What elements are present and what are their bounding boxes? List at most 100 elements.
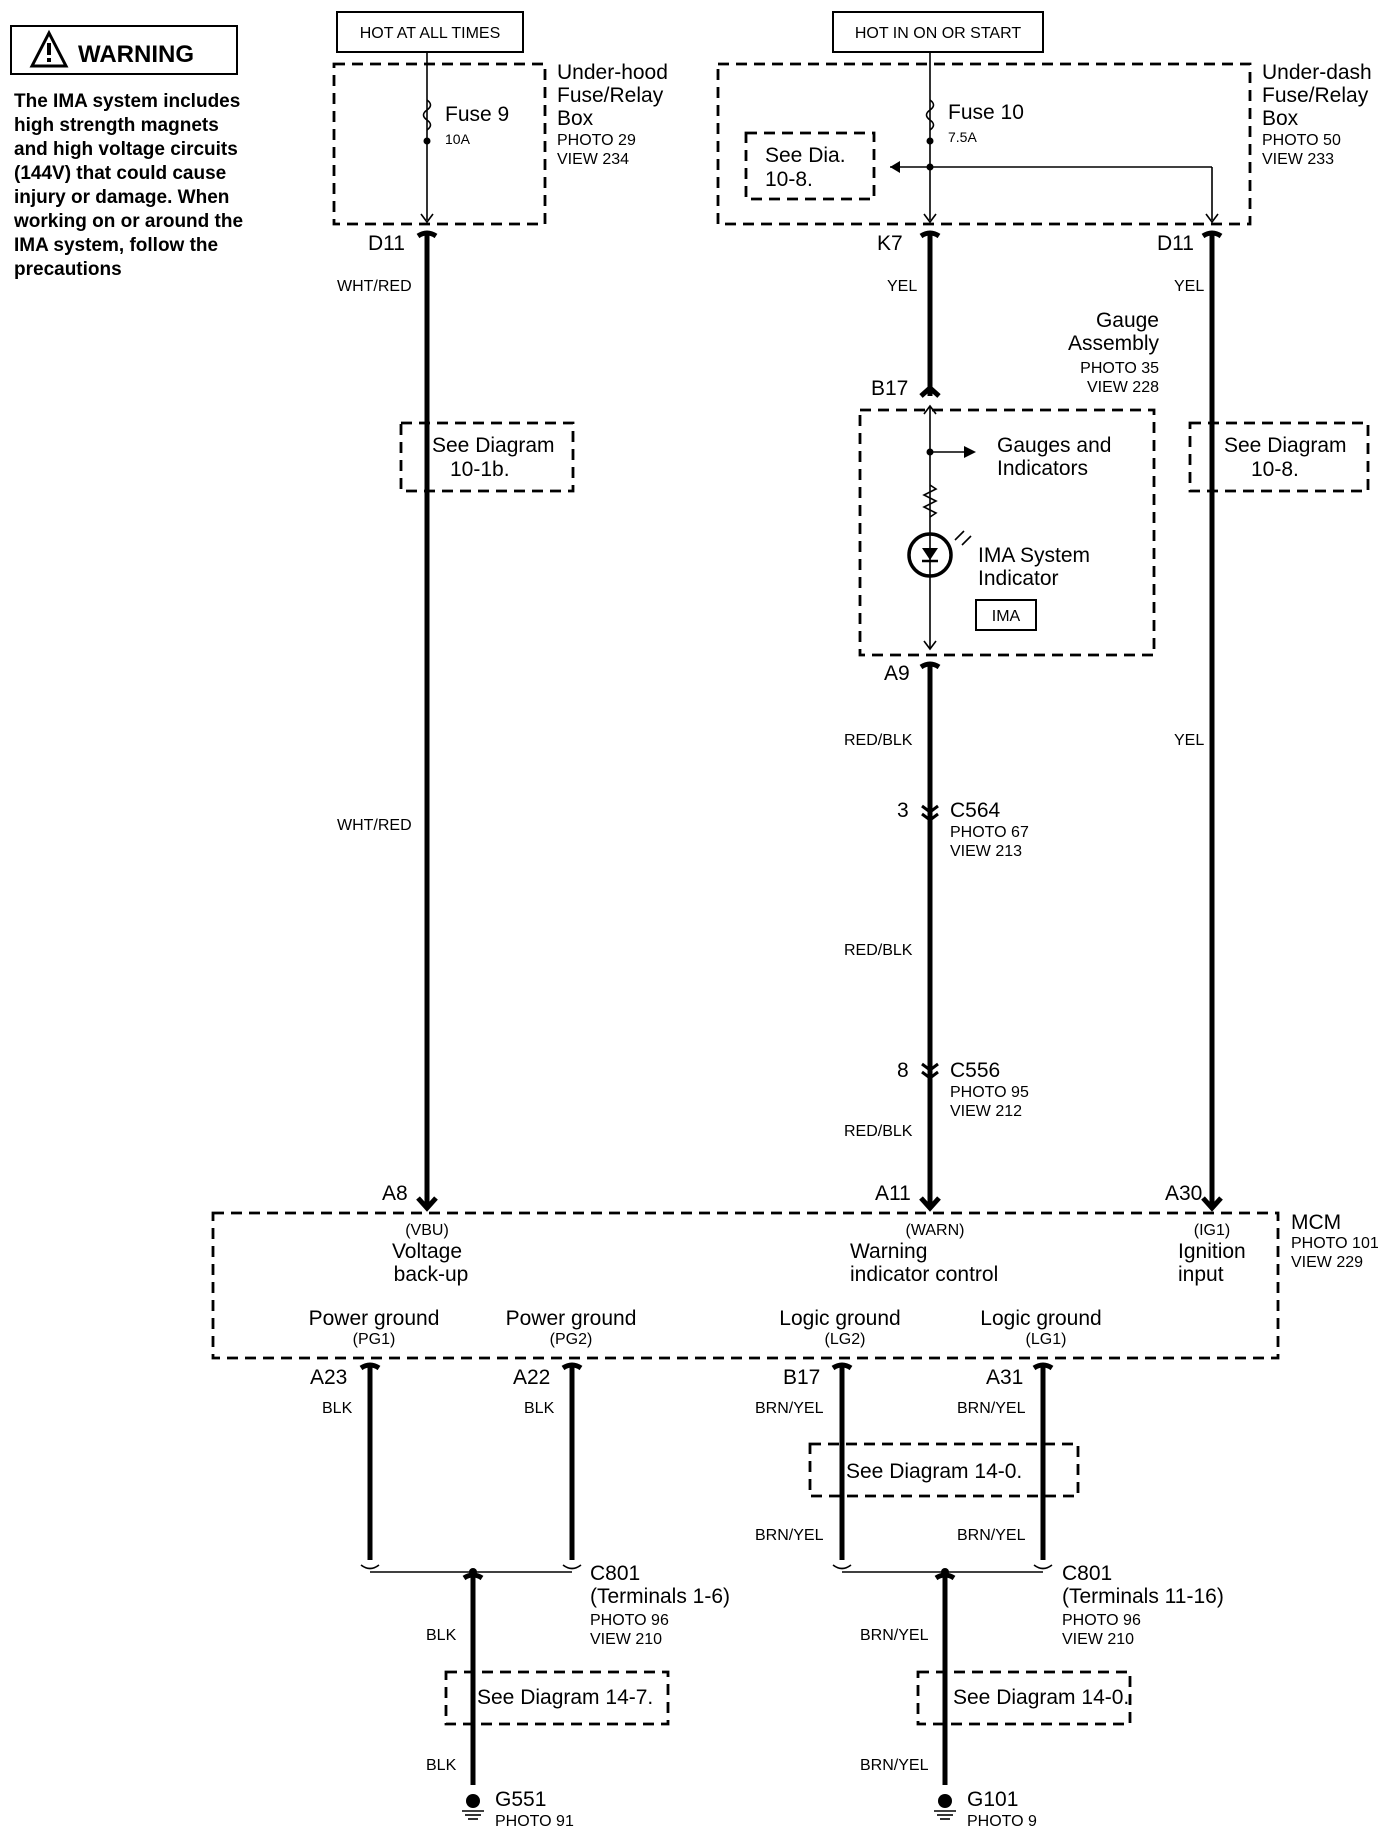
arrow-left-icon (890, 161, 900, 173)
terminal-d11-right: D11 (1157, 232, 1194, 255)
wire-color-label: BRN/YEL (755, 1400, 824, 1417)
wire-color-label: WHT/RED (337, 817, 412, 834)
underhood-box-outline (332, 62, 547, 226)
terminal-a11: A11 (875, 1182, 911, 1205)
see-diagram-text[interactable]: See Diagram (1224, 434, 1347, 457)
see-dia-box[interactable] (744, 131, 876, 201)
underdash-fuse-box: See Dia. 10-8. Fuse 10 7.5A Under-dash F… (716, 52, 1372, 226)
wire-color-label: BRN/YEL (860, 1627, 929, 1644)
fuse-9-icon (422, 99, 432, 131)
mcm-ig1-label: Ignition (1178, 1240, 1246, 1263)
see-diagram-text[interactable]: See Diagram (432, 434, 555, 457)
mcm-pg2-code: (PG2) (550, 1331, 593, 1348)
resistor-icon (922, 484, 938, 518)
mcm-pg1-label: Power ground (309, 1307, 440, 1330)
wire-brn-yel-lg2 (831, 1362, 853, 1570)
underhood-box-title: Box (557, 107, 594, 130)
wire-color-label: YEL (887, 278, 917, 295)
ima-indicator-bulb-icon (907, 530, 972, 578)
mcm-lg2-label: Logic ground (779, 1307, 900, 1330)
c801-left-terminals: (Terminals 1-6) (590, 1585, 730, 1608)
g551-photo: PHOTO 91 (495, 1813, 574, 1830)
terminal-a30: A30 (1165, 1182, 1202, 1205)
see-diagram-text[interactable]: See Diagram 14-0. (953, 1686, 1129, 1709)
mcm-pg1-code: (PG1) (353, 1331, 396, 1348)
mcm-warn-code: (WARN) (906, 1222, 965, 1239)
mcm-name: MCM (1291, 1211, 1341, 1234)
wire-blk-pg1 (359, 1362, 381, 1570)
c801-right-photo: PHOTO 96 (1062, 1612, 1141, 1629)
terminal-b17-gauge: B17 (871, 377, 908, 400)
wire-brn-yel-lg1 (1032, 1362, 1054, 1570)
see-diagram-14-0-ground[interactable] (916, 1670, 1132, 1726)
fuse-10-name: Fuse 10 (948, 101, 1024, 124)
wire-wht-red (416, 230, 438, 1212)
hot-at-all-times-label: HOT AT ALL TIMES (360, 25, 501, 42)
hot-in-on-start-box (832, 11, 1044, 53)
mcm-photo: PHOTO 101 (1291, 1235, 1379, 1252)
gauge-assembly-title: Assembly (1068, 332, 1160, 355)
c564-view: VIEW 213 (950, 843, 1022, 860)
ima-indicator-label: Indicator (978, 567, 1059, 590)
hot-at-all-times-box (336, 11, 524, 53)
see-dia-text[interactable]: 10-8. (765, 168, 813, 191)
see-diagram-text[interactable]: 10-8. (1251, 458, 1299, 481)
warning-line: (144V) that could cause (14, 163, 226, 184)
see-diagram-14-7[interactable] (444, 1670, 670, 1726)
gauges-label: Indicators (997, 457, 1088, 480)
underhood-fuse-box: Fuse 9 10A Under-hood Fuse/Relay Box PHO… (332, 52, 668, 226)
warning-line: high strength magnets (14, 115, 219, 136)
mcm-view: VIEW 229 (1291, 1254, 1363, 1271)
wire-color-label: BRN/YEL (755, 1527, 824, 1544)
connector-c556 (921, 1062, 939, 1080)
see-diagram-text[interactable]: See Diagram 14-0. (846, 1460, 1022, 1483)
mcm-lg1-code: (LG1) (1026, 1331, 1067, 1348)
terminal-a8: A8 (382, 1182, 408, 1205)
mcm-lg1-label: Logic ground (980, 1307, 1101, 1330)
underhood-box-view: VIEW 234 (557, 151, 629, 168)
gauges-label: Gauges and (997, 434, 1111, 457)
terminal-a9: A9 (884, 662, 910, 685)
see-diagram-10-8[interactable] (1188, 421, 1370, 493)
warning-title: WARNING (78, 41, 194, 68)
see-dia-text[interactable]: See Dia. (765, 144, 846, 167)
warning-line: injury or damage. When (14, 187, 229, 208)
ground-g551-icon (462, 1794, 484, 1820)
wire-color-label: YEL (1174, 278, 1204, 295)
wire-color-label: RED/BLK (844, 942, 913, 959)
fuse-10-rating: 7.5A (948, 129, 977, 145)
c801-right-terminals: (Terminals 11-16) (1062, 1585, 1224, 1608)
c564-photo: PHOTO 67 (950, 824, 1029, 841)
warning-line: precautions (14, 259, 122, 280)
g551-name: G551 (495, 1788, 546, 1811)
see-diagram-10-1b[interactable] (399, 421, 575, 493)
g101-photo: PHOTO 9 (967, 1813, 1037, 1830)
see-diagram-text[interactable]: See Diagram 14-7. (477, 1686, 653, 1709)
mcm-pg2-label: Power ground (506, 1307, 637, 1330)
gauge-assembly-title: Gauge (1096, 309, 1159, 332)
warning-line: IMA system, follow the (14, 235, 218, 256)
terminal-a31: A31 (986, 1366, 1023, 1389)
c564-name: C564 (950, 799, 1001, 822)
see-diagram-14-0-logic[interactable] (808, 1442, 1080, 1498)
wire-color-label: BLK (426, 1757, 457, 1774)
wire-color-label: BRN/YEL (957, 1527, 1026, 1544)
mcm-vbu-code: (VBU) (405, 1222, 449, 1239)
underhood-box-title: Under-hood (557, 61, 668, 84)
wire-yel-gauge (919, 230, 941, 398)
terminal-a23: A23 (310, 1366, 347, 1389)
arrow-right-icon (964, 446, 976, 458)
wire-color-label: RED/BLK (844, 732, 913, 749)
wire-color-label: BLK (322, 1400, 353, 1417)
mcm-ig1-label: input (1178, 1263, 1224, 1286)
c556-photo: PHOTO 95 (950, 1084, 1029, 1101)
warning-line: working on or around the (13, 211, 243, 232)
see-diagram-text[interactable]: 10-1b. (450, 458, 510, 481)
gauge-assembly-outline (858, 408, 1156, 657)
underhood-box-title: Fuse/Relay (557, 84, 664, 107)
fuse-9-name: Fuse 9 (445, 103, 509, 126)
warning-line: and high voltage circuits (14, 139, 238, 160)
fuse-9-rating: 10A (445, 131, 471, 147)
gauge-assembly-view: VIEW 228 (1087, 379, 1159, 396)
